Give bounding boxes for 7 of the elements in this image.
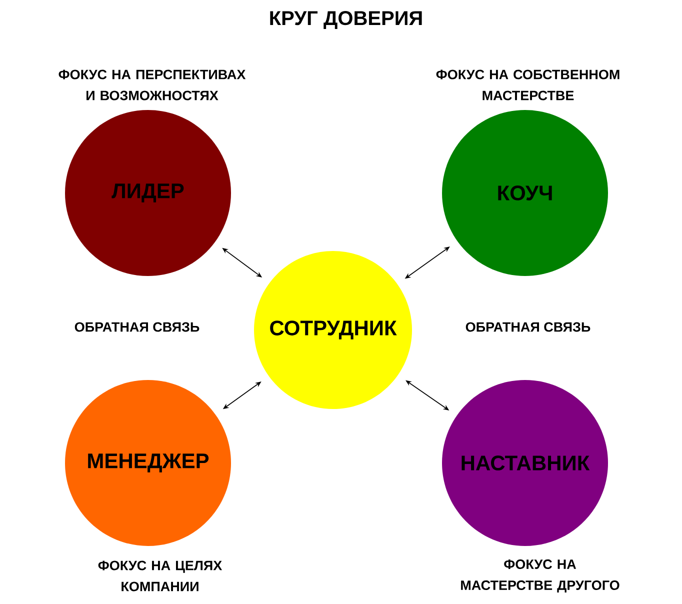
feedback-label: ОБРАТНАЯ СВЯЗЬ — [466, 322, 590, 332]
focus-caption: ФОКУС НА МАСТЕРСТВЕ ДРУГОГО — [461, 559, 620, 593]
title: КРУГ ДОВЕРИЯ — [270, 11, 422, 29]
focus-caption: ФОКУС НА СОБСТВЕННОМ МАСТЕРСТВЕ — [436, 70, 620, 100]
focus-caption: ФОКУС НА ЦЕЛЯХ КОМПАНИИ — [98, 560, 222, 592]
feedback-label: ОБРАТНАЯ СВЯЗЬ — [74, 322, 200, 332]
focus-caption: ФОКУС НА ПЕРСПЕКТИВАХ И ВОЗМОЖНОСТЯХ — [58, 70, 246, 100]
